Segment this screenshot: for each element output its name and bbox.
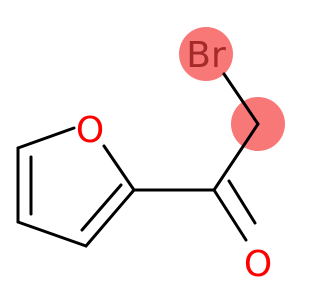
molecule-canvas: Br O O <box>16 27 285 285</box>
furan-oxygen-label: O <box>76 110 104 151</box>
bond-br-ch2 <box>222 72 260 126</box>
bond-c3-c2-1 <box>84 188 136 248</box>
bond-ch2-carbonyl <box>212 122 260 192</box>
bond-carbonyl-o-1 <box>212 188 248 242</box>
bond-c3-c2-2 <box>80 183 123 232</box>
bromine-label: Br <box>186 35 226 76</box>
bromine-highlight <box>179 27 233 81</box>
carbonyl-oxygen-label: O <box>244 244 272 285</box>
bond-carbonyl-o-2 <box>227 179 257 225</box>
bond-c4-c3 <box>16 220 88 248</box>
bonds <box>16 72 260 248</box>
molecule-structure: Br O O <box>16 27 285 285</box>
bond-c2-o1 <box>102 144 136 192</box>
bond-o1-c5 <box>16 126 76 150</box>
